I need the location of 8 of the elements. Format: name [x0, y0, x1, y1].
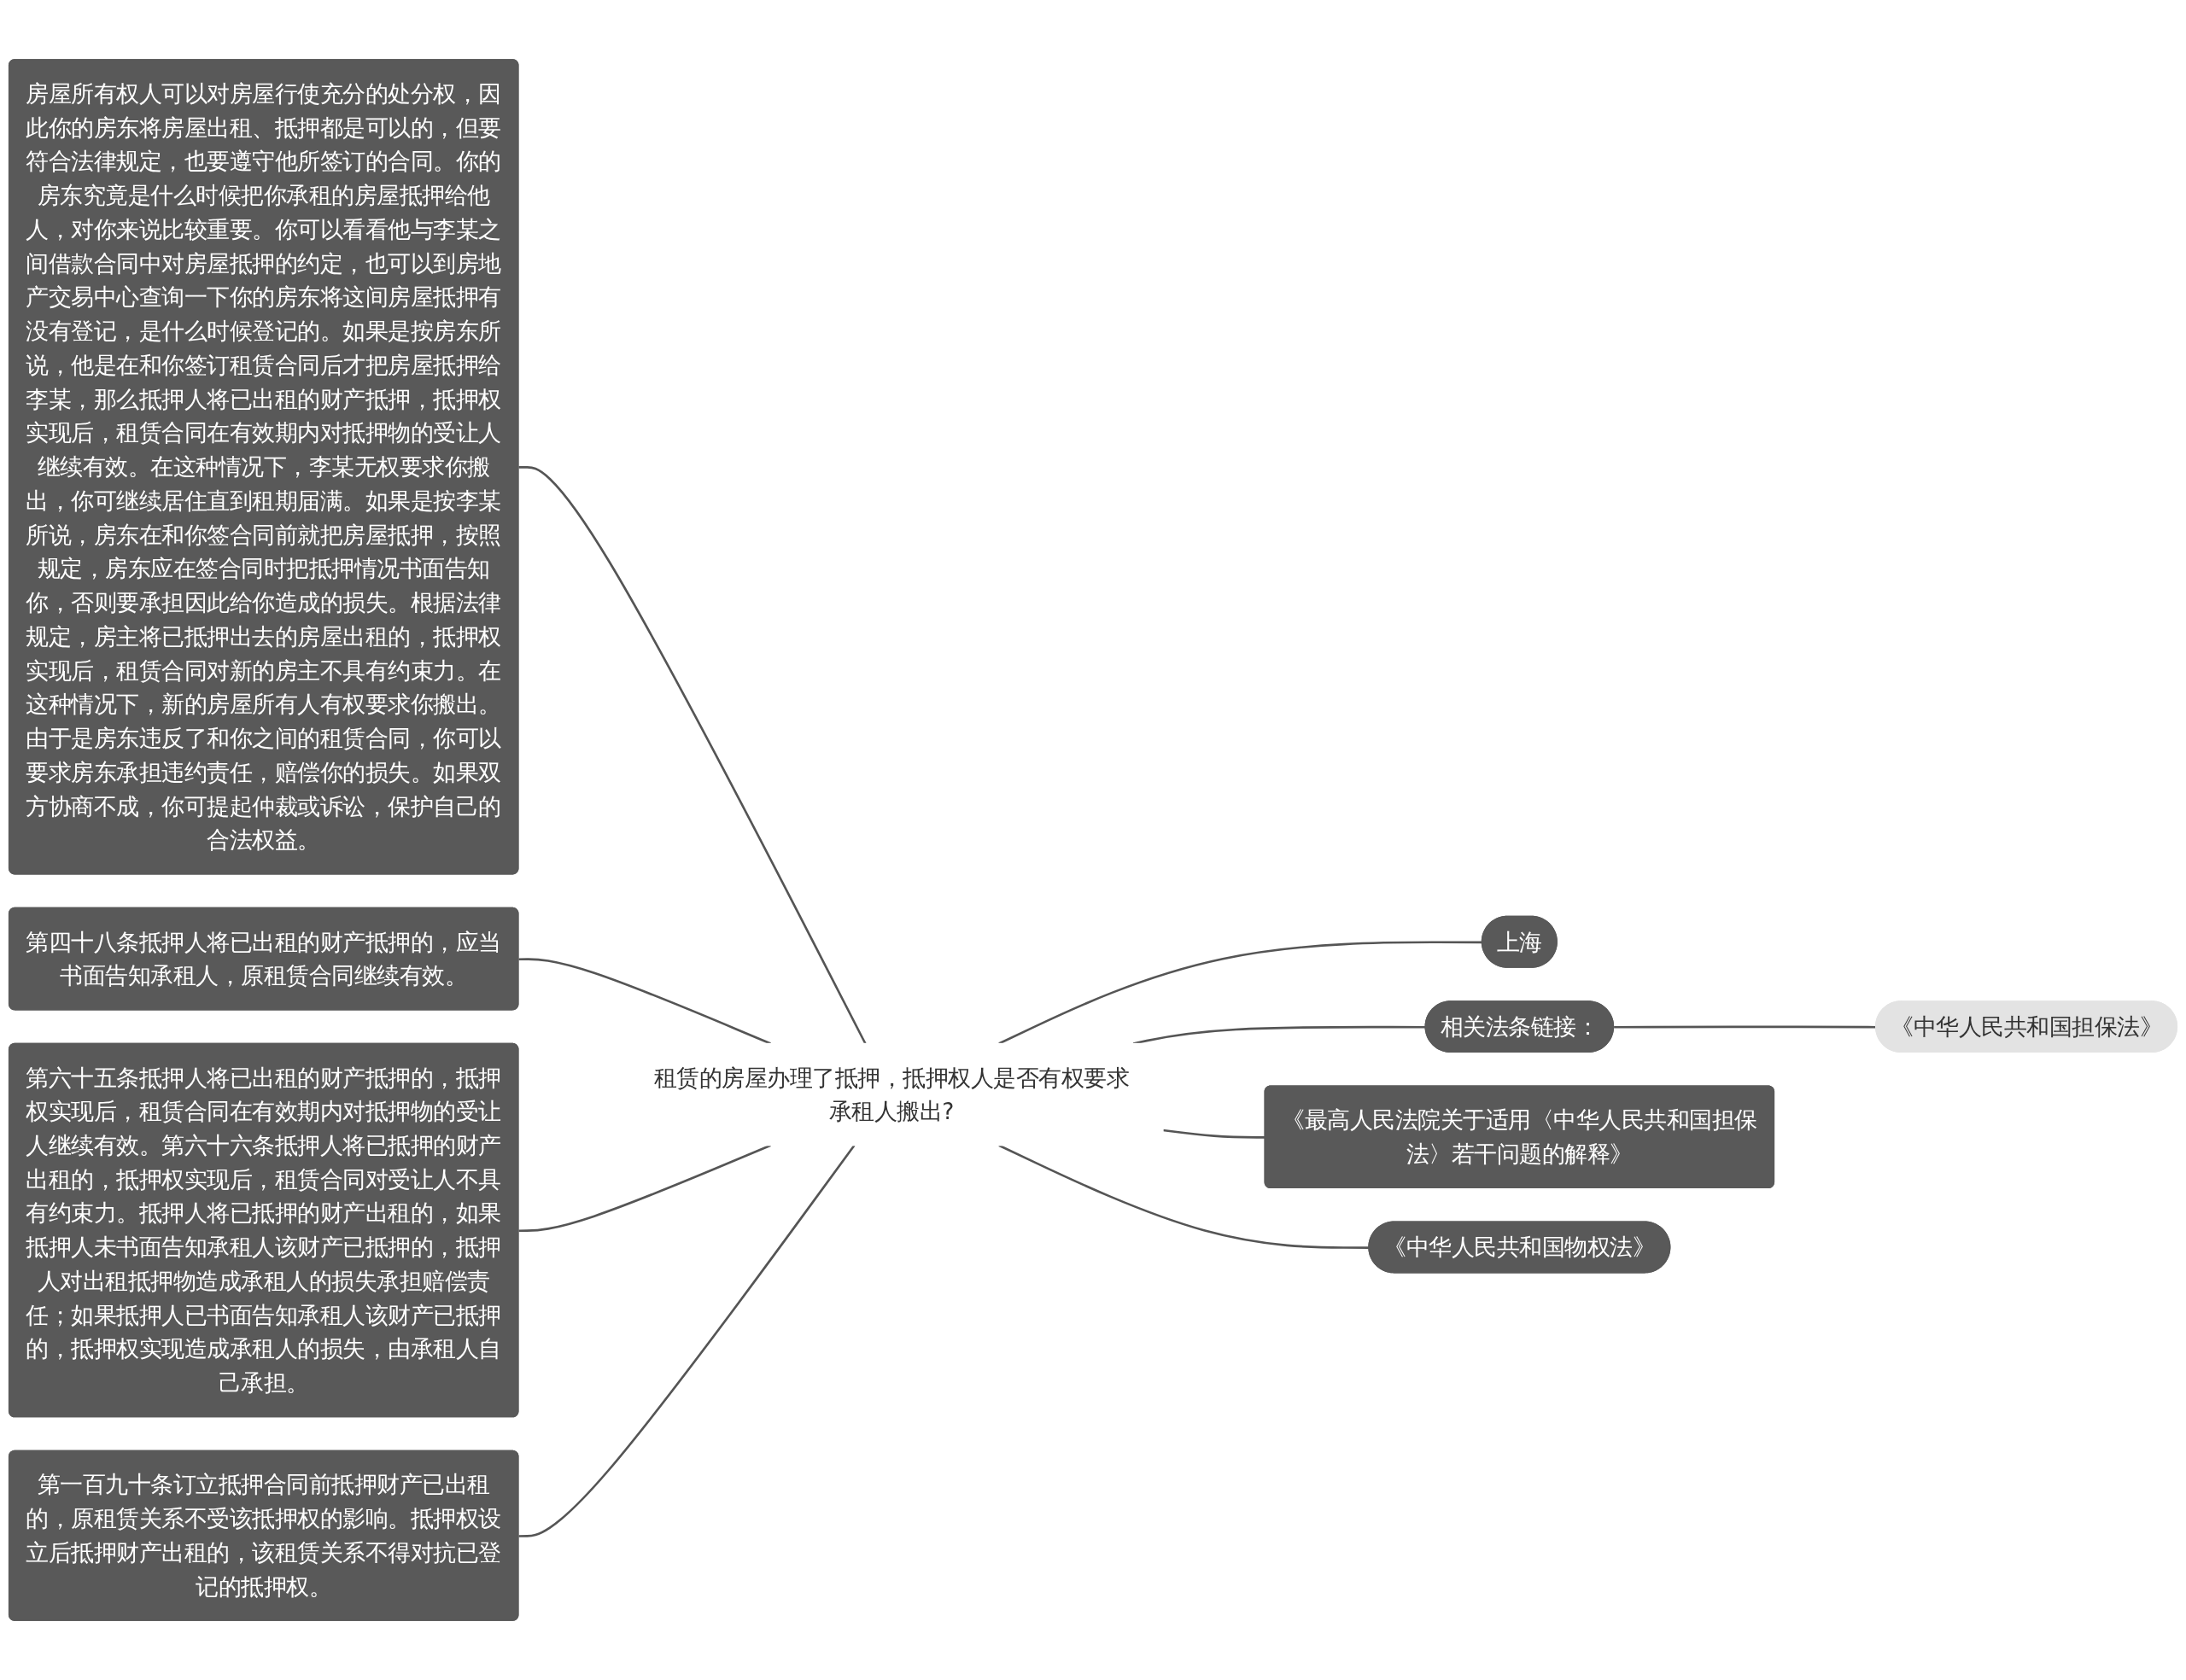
connector — [1162, 1129, 1265, 1139]
connector — [518, 1144, 771, 1233]
node-text: 租赁的房屋办理了抵押，抵押权人是否有权要求承租人搬出? — [653, 1064, 1130, 1125]
connector — [518, 958, 771, 1045]
connector — [998, 1144, 1370, 1249]
connector — [518, 466, 867, 1045]
connector — [1132, 1025, 1426, 1045]
connector — [518, 1144, 856, 1537]
